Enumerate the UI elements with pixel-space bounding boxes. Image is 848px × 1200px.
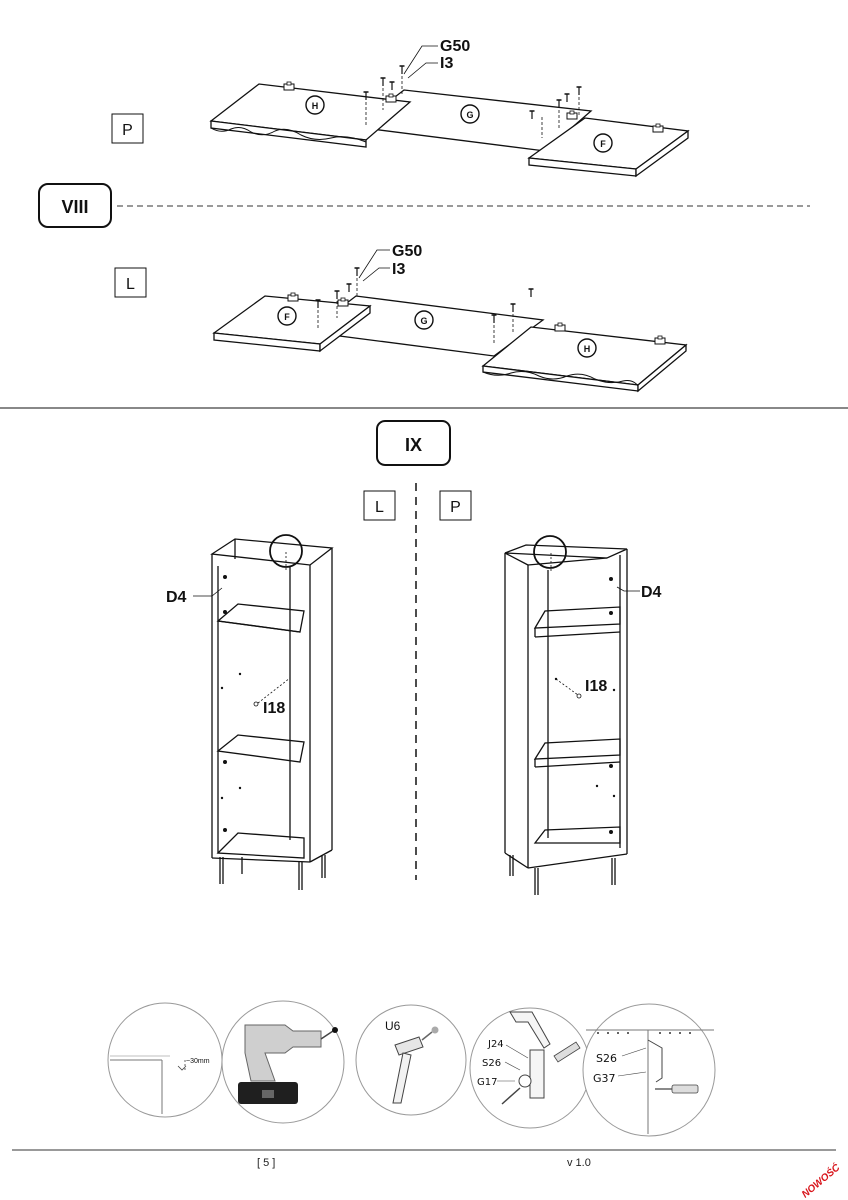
part-s26-label: S26 bbox=[596, 1052, 617, 1065]
panel-f-letter: F bbox=[600, 139, 606, 149]
panel-h bbox=[209, 83, 412, 148]
part-i18-label: I18 bbox=[585, 678, 607, 695]
panel-g-letter: G bbox=[420, 316, 427, 326]
hardware-i3-label: I3 bbox=[440, 55, 453, 72]
part-i18-label: I18 bbox=[263, 700, 285, 717]
panel-h-letter: H bbox=[584, 344, 591, 354]
step-viii-right-variant: P H G F bbox=[111, 38, 690, 178]
part-g37-label: G37 bbox=[593, 1072, 616, 1085]
drill-tool bbox=[221, 1000, 345, 1124]
cabinet-right: P bbox=[439, 490, 662, 895]
panel-f-letter: F bbox=[284, 312, 290, 322]
version-label: v 1.0 bbox=[567, 1157, 591, 1169]
part-g17-label: G17 bbox=[477, 1077, 497, 1088]
side-label-l: L bbox=[375, 499, 384, 516]
part-u6-label: U6 bbox=[385, 1019, 401, 1033]
panel-g-letter: G bbox=[466, 110, 473, 120]
part-d4-label: D4 bbox=[166, 589, 187, 606]
part-d4-label: D4 bbox=[641, 584, 662, 601]
side-label-p: P bbox=[450, 499, 461, 516]
side-box-l bbox=[363, 490, 396, 521]
side-box-p bbox=[439, 490, 472, 521]
panel-f-marker bbox=[277, 306, 297, 326]
side-box-l bbox=[114, 267, 147, 298]
step-viii-number: VIII bbox=[61, 197, 88, 217]
page-number: [ 5 ] bbox=[257, 1157, 276, 1169]
step-viii-left-variant: L F G H bbox=[114, 243, 688, 393]
panel-g-marker bbox=[460, 104, 480, 124]
panel-h-letter: H bbox=[312, 101, 319, 111]
step-viii-badge bbox=[38, 183, 112, 228]
hardware-g50-label: G50 bbox=[392, 243, 422, 260]
step-ix-number: IX bbox=[405, 435, 422, 455]
detail-circle bbox=[533, 535, 567, 569]
panel-g-marker bbox=[414, 310, 434, 330]
detail-circle bbox=[269, 534, 303, 568]
panel-f-marker bbox=[593, 133, 613, 153]
side-box-p bbox=[111, 113, 144, 144]
drill-depth-hint: ~30mm bbox=[107, 1002, 223, 1118]
hardware-g50-label: G50 bbox=[440, 38, 470, 55]
tool-hints: ~30mm U6 bbox=[107, 1000, 716, 1137]
wall-mount-hardware: S26 G37 bbox=[582, 1003, 716, 1137]
drill-depth-label: ~30mm bbox=[186, 1058, 210, 1065]
part-j24-label: J24 bbox=[487, 1039, 504, 1050]
side-label-l: L bbox=[126, 276, 135, 293]
bracket-hardware: J24 S26 G17 bbox=[469, 1007, 591, 1129]
panel-h-marker bbox=[577, 338, 597, 358]
hardware-i3-label: I3 bbox=[392, 261, 405, 278]
side-label-p: P bbox=[122, 122, 133, 139]
part-s26-label: S26 bbox=[482, 1058, 501, 1069]
hammer-tool: U6 bbox=[355, 1004, 467, 1116]
step-ix-badge bbox=[376, 420, 451, 466]
cabinet-left: L D4 bbox=[166, 490, 396, 890]
panel-h-marker bbox=[305, 95, 325, 115]
